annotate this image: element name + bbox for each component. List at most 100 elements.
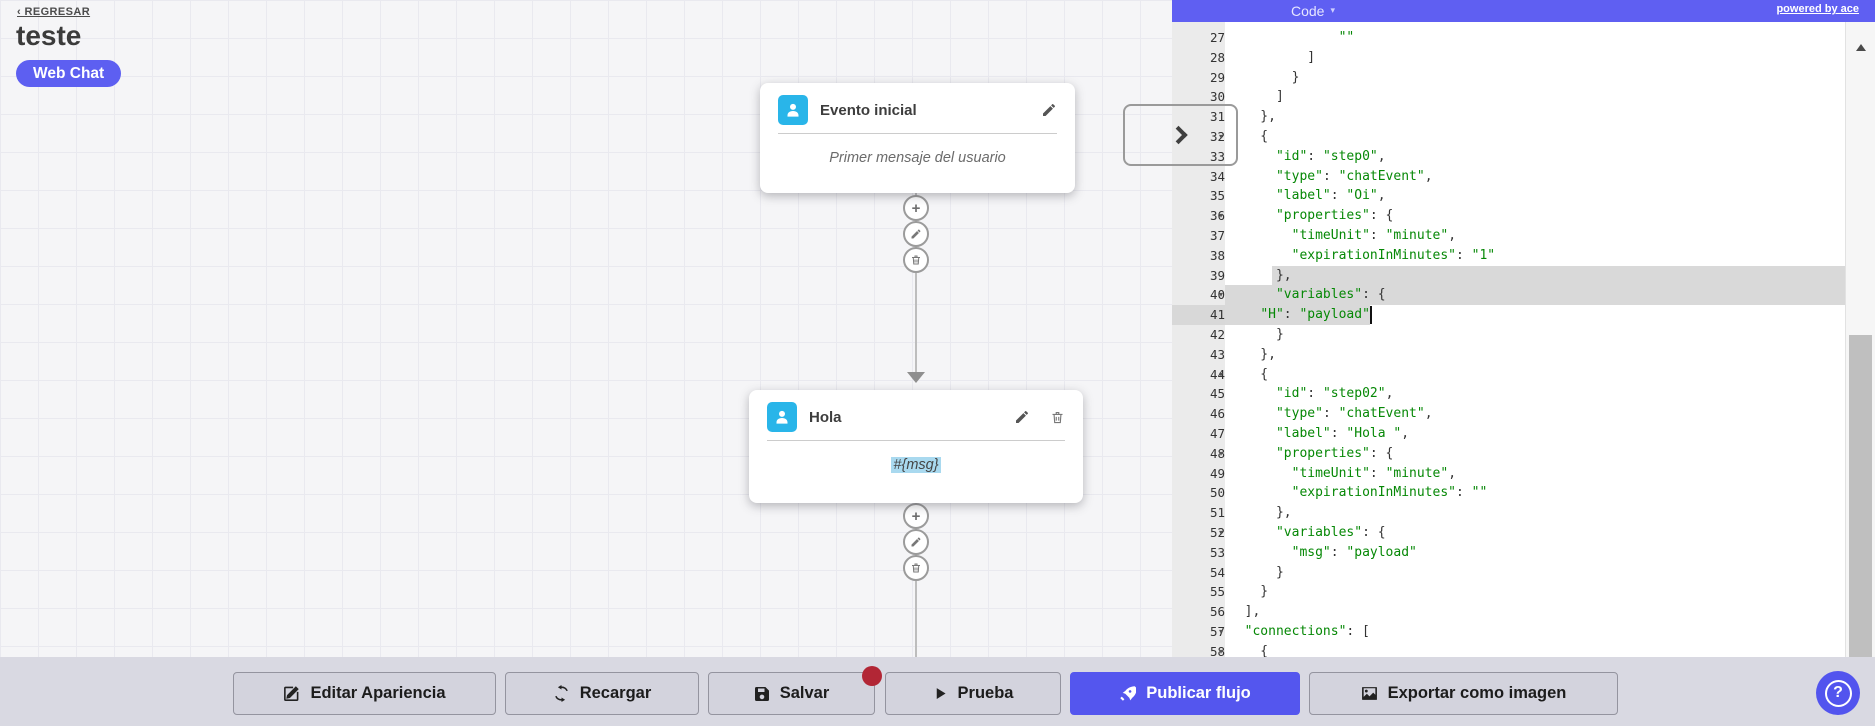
node-evento-inicial[interactable]: Evento inicial Primer mensaje del usuari…	[760, 83, 1075, 193]
code-mode-dropdown[interactable]: Code ▾	[1291, 0, 1335, 22]
fold-icon[interactable]: ▾	[1218, 646, 1223, 656]
save-button[interactable]: Salvar	[708, 672, 875, 715]
code-line[interactable]: }	[1229, 564, 1284, 580]
help-button[interactable]: ?	[1816, 671, 1860, 715]
code-line[interactable]: {	[1229, 643, 1269, 657]
fold-icon[interactable]: ▾	[1218, 211, 1223, 221]
edit-step-button[interactable]	[903, 529, 929, 555]
code-line[interactable]: "timeUnit": "minute",	[1291, 227, 1457, 243]
fold-icon[interactable]: ▾	[1218, 131, 1223, 141]
fold-icon[interactable]: ▾	[1218, 290, 1223, 300]
code-line[interactable]: "H": "payload"	[1260, 307, 1370, 323]
code-mode-label: Code	[1291, 3, 1325, 19]
code-line[interactable]: "timeUnit": "minute",	[1291, 465, 1457, 481]
code-line[interactable]: "type": "chatEvent",	[1275, 406, 1433, 422]
code-line[interactable]: }	[1229, 326, 1284, 342]
back-link[interactable]: ‹ REGRESAR	[17, 6, 91, 18]
code-line[interactable]: ],	[1229, 604, 1261, 620]
code-line[interactable]: {	[1229, 366, 1269, 382]
channel-badge: Web Chat	[16, 60, 122, 87]
delete-step-button[interactable]	[903, 247, 929, 273]
code-line[interactable]: },	[1229, 109, 1276, 125]
code-line[interactable]: "type": "chatEvent",	[1275, 168, 1433, 184]
scroll-up-icon[interactable]	[1855, 44, 1866, 51]
gutter-cell: 35	[1209, 188, 1225, 204]
code-line[interactable]: }	[1229, 69, 1300, 85]
code-line[interactable]: },	[1229, 267, 1292, 283]
rocket-icon	[1120, 686, 1137, 701]
text-cursor	[1370, 306, 1372, 324]
code-line[interactable]: "label": "Hola ",	[1275, 425, 1410, 441]
scrollbar-thumb[interactable]	[1849, 335, 1872, 657]
gutter-cell: 55	[1209, 584, 1225, 600]
chevron-right-icon	[1169, 125, 1188, 145]
fold-icon[interactable]: ▾	[1218, 527, 1223, 537]
gutter-cell: 45	[1209, 386, 1225, 402]
code-line[interactable]: "id": "step02",	[1275, 386, 1394, 402]
gutter-cell: 40▾	[1172, 285, 1225, 305]
add-step-button[interactable]: +	[903, 503, 929, 529]
gutter-cell: 33	[1209, 148, 1225, 164]
add-step-button[interactable]: +	[903, 195, 929, 221]
node-body-text: Primer mensaje del usuario	[829, 150, 1006, 166]
fold-icon[interactable]: ▾	[1218, 448, 1223, 458]
publish-flow-button[interactable]: Publicar flujo	[1070, 672, 1300, 715]
edit-step-button[interactable]	[903, 221, 929, 247]
fold-icon[interactable]: ▾	[1218, 369, 1223, 379]
edit-appearance-button[interactable]: Editar Apariencia	[233, 672, 496, 715]
code-line[interactable]: }	[1229, 584, 1269, 600]
flow-canvas[interactable]: ‹ REGRESAR teste Web Chat Evento inicial…	[0, 0, 1172, 657]
gutter-cell: 44▾	[1172, 365, 1225, 385]
gutter-cell: 36▾	[1172, 206, 1225, 226]
gutter-cell: 32▾	[1172, 127, 1225, 147]
code-lines[interactable]: "" ] } ] }, { "id": "step0", "type": "ch…	[1172, 22, 1845, 657]
export-image-button[interactable]: Exportar como imagen	[1309, 672, 1618, 715]
fold-icon[interactable]: ▾	[1218, 626, 1223, 636]
gutter-cell: 31	[1209, 109, 1225, 125]
code-line[interactable]: "variables": {	[1275, 524, 1386, 540]
code-line[interactable]: "properties": {	[1275, 208, 1394, 224]
gutter-cell: 43	[1209, 346, 1225, 362]
code-line[interactable]: ""	[1338, 30, 1355, 45]
user-icon	[767, 402, 797, 432]
test-button[interactable]: Prueba	[885, 672, 1061, 715]
code-line[interactable]: "msg": "payload"	[1291, 544, 1417, 560]
gutter-cell: 49	[1209, 465, 1225, 481]
connector-line	[915, 193, 917, 373]
gutter-cell: 29	[1209, 69, 1225, 85]
code-line[interactable]: "connections": [	[1244, 623, 1370, 639]
delete-step-button[interactable]	[903, 555, 929, 581]
refresh-icon	[554, 685, 568, 702]
code-line[interactable]: "expirationInMinutes": "1"	[1291, 247, 1496, 263]
code-line[interactable]: ]	[1229, 89, 1284, 105]
gutter-cell: 53	[1209, 544, 1225, 560]
editor-scrollbar[interactable]	[1845, 22, 1875, 657]
code-line[interactable]: "id": "step0",	[1275, 148, 1386, 164]
reload-button[interactable]: Recargar	[505, 672, 699, 715]
code-line[interactable]: "variables": {	[1275, 287, 1386, 303]
edit-node-icon[interactable]	[1014, 409, 1030, 425]
collapse-panel-button[interactable]	[1123, 104, 1238, 166]
code-line[interactable]: },	[1229, 505, 1292, 521]
powered-by-ace-link[interactable]: powered by ace	[1776, 3, 1859, 15]
node-title: Hola	[809, 408, 842, 426]
code-line[interactable]: "label": "Oi",	[1275, 188, 1386, 204]
code-line[interactable]: ]	[1229, 49, 1316, 65]
selection-highlight	[1225, 285, 1845, 306]
gutter-cell: 28	[1209, 49, 1225, 65]
code-line[interactable]: "properties": {	[1275, 445, 1394, 461]
node-hola[interactable]: Hola #{msg}	[749, 390, 1083, 503]
gutter-cell: 51	[1209, 505, 1225, 521]
gutter-cell: 54	[1209, 564, 1225, 580]
delete-node-icon[interactable]	[1050, 410, 1065, 425]
code-line[interactable]: {	[1229, 128, 1269, 144]
node-body-text: #{msg}	[891, 457, 941, 473]
code-line[interactable]: "expirationInMinutes": ""	[1291, 485, 1488, 501]
code-line[interactable]: },	[1229, 346, 1276, 362]
play-icon	[936, 688, 946, 699]
edit-node-icon[interactable]	[1041, 102, 1057, 118]
gutter-cell: 30	[1209, 89, 1225, 105]
gutter-cell: 52▾	[1172, 523, 1225, 543]
